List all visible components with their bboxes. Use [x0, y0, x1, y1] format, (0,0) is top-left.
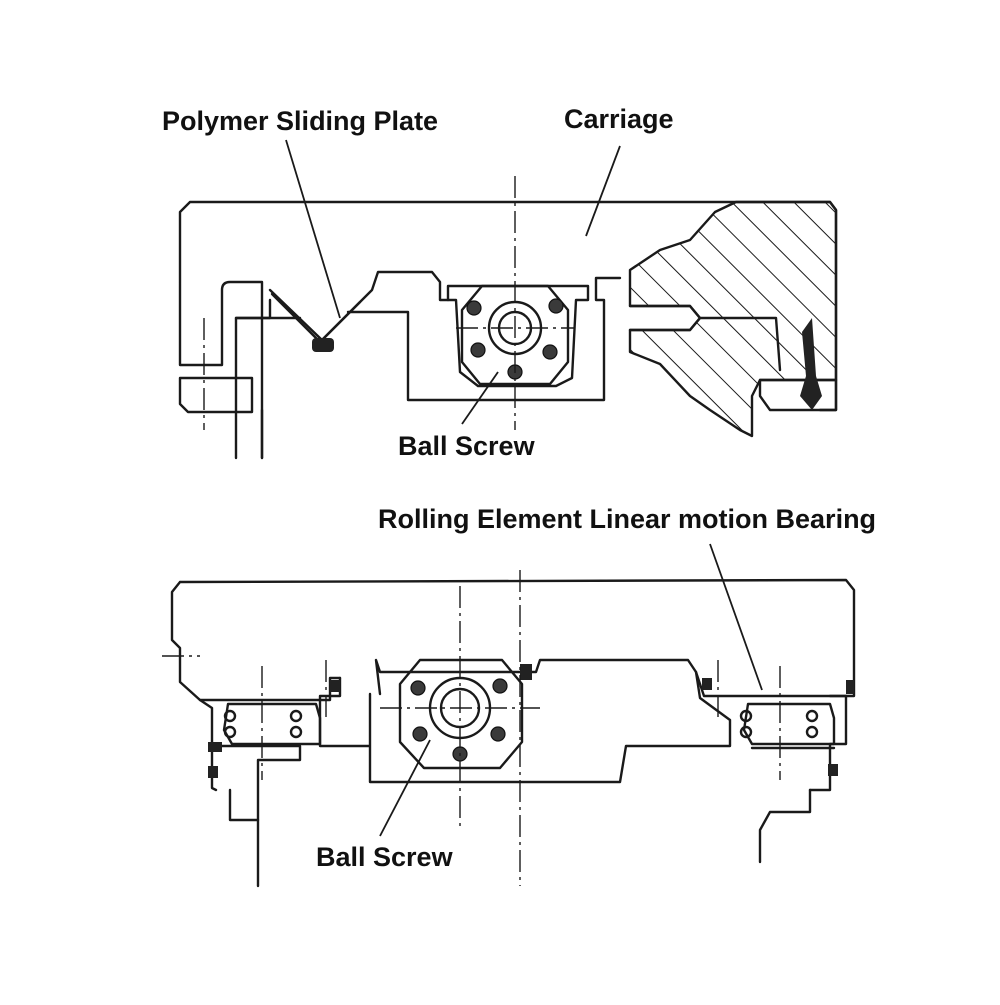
top-nut-housing: [446, 284, 590, 388]
top-assembly: [178, 176, 838, 460]
bottom-right-rail: [758, 788, 812, 864]
top-ball: [542, 344, 558, 360]
leader-polymer-plate: [285, 139, 341, 319]
bottom-ball: [490, 726, 506, 742]
leader-top-ball-screw: [461, 371, 499, 425]
bottom-seal: [702, 678, 712, 690]
top-ball: [470, 342, 486, 358]
bottom-right-ball: [739, 725, 753, 739]
bottom-right-bearing: [742, 702, 836, 746]
leader-rolling-bearing: [709, 543, 763, 691]
bottom-left-ball: [223, 709, 237, 723]
top-right-step: [758, 378, 838, 412]
bottom-right-block: [694, 670, 848, 792]
bottom-left-ball: [289, 709, 303, 723]
bottom-seal: [330, 680, 340, 692]
bottom-assembly: [162, 570, 856, 888]
bottom-seal: [208, 766, 218, 778]
polymer-plate-tab: [312, 338, 334, 352]
bottom-ball: [492, 678, 508, 694]
top-section-rail: [628, 304, 782, 372]
bottom-nut-octagon: [398, 658, 524, 770]
bottom-right-ball: [739, 709, 753, 723]
bottom-seal: [846, 680, 854, 694]
bottom-left-block: [198, 698, 302, 888]
label-rolling-bearing: Rolling Element Linear motion Bearing: [378, 504, 876, 534]
leader-carriage: [585, 145, 621, 237]
label-carriage: Carriage: [564, 104, 674, 134]
label-polymer-sliding-plate: Polymer Sliding Plate: [162, 106, 438, 136]
bottom-left-rail: [228, 788, 260, 822]
bottom-seal: [208, 742, 222, 752]
top-rail-line: [234, 276, 622, 402]
bottom-left-ball: [223, 725, 237, 739]
leader-bottom-ball-screw: [379, 739, 431, 837]
bottom-left-ball: [289, 725, 303, 739]
label-bottom-ball-screw: Ball Screw: [316, 842, 454, 872]
bottom-right-ball: [805, 709, 819, 723]
bottom-center-housing: [318, 658, 732, 784]
top-bolt: [800, 318, 822, 410]
bottom-seal: [520, 664, 532, 680]
top-vgroove: [268, 270, 450, 342]
bottom-right-ball: [805, 725, 819, 739]
top-ball: [466, 300, 482, 316]
bottom-ball: [410, 680, 426, 696]
bottom-ball: [412, 726, 428, 742]
bottom-left-bearing: [222, 702, 322, 746]
bottom-seal: [828, 764, 838, 776]
top-ball: [548, 298, 564, 314]
label-top-ball-screw: Ball Screw: [398, 431, 536, 461]
bottom-carriage-outline: [170, 578, 856, 702]
top-left-step: [178, 376, 254, 414]
